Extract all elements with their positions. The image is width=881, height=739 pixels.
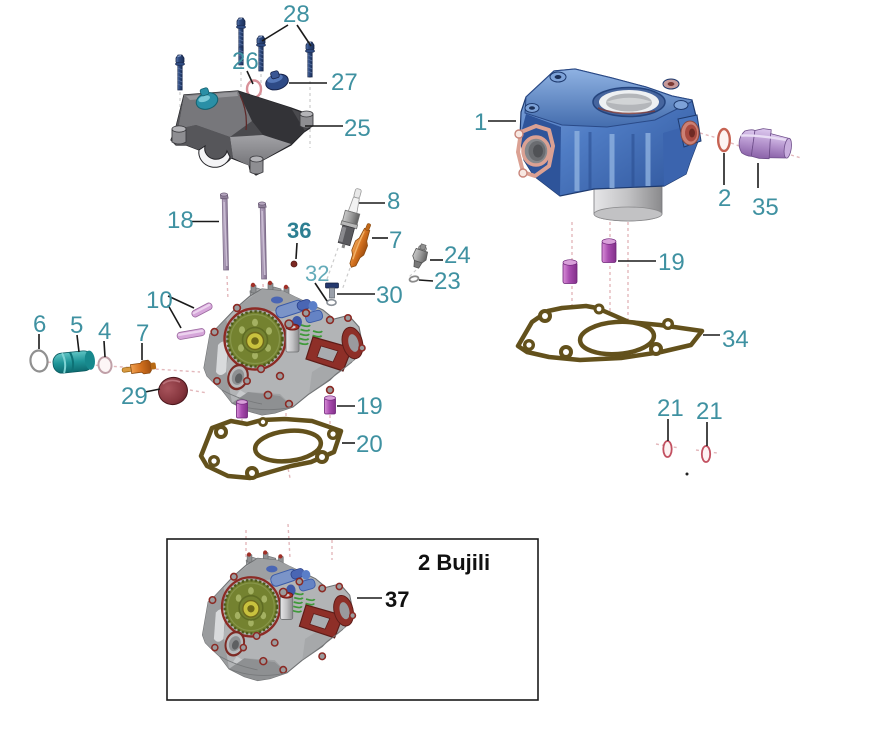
svg-text:7: 7 <box>136 320 149 347</box>
svg-text:36: 36 <box>287 218 311 243</box>
svg-text:25: 25 <box>344 115 371 142</box>
svg-text:32: 32 <box>305 261 329 286</box>
svg-text:2: 2 <box>718 185 731 212</box>
svg-text:35: 35 <box>752 194 779 221</box>
svg-text:24: 24 <box>444 242 471 269</box>
svg-text:1: 1 <box>474 109 487 136</box>
svg-text:28: 28 <box>283 1 310 28</box>
svg-text:20: 20 <box>356 431 383 458</box>
svg-text:6: 6 <box>33 311 46 338</box>
svg-text:23: 23 <box>434 268 461 295</box>
svg-text:34: 34 <box>722 326 749 353</box>
svg-text:26: 26 <box>232 48 259 75</box>
svg-text:4: 4 <box>98 318 111 345</box>
svg-text:10: 10 <box>146 287 173 314</box>
svg-text:5: 5 <box>70 312 83 339</box>
svg-text:7: 7 <box>389 227 402 254</box>
svg-text:19: 19 <box>356 393 383 420</box>
svg-text:21: 21 <box>696 398 723 425</box>
svg-text:8: 8 <box>387 188 400 215</box>
svg-text:37: 37 <box>385 587 409 612</box>
svg-text:2 Bujili: 2 Bujili <box>418 550 490 575</box>
svg-text:30: 30 <box>376 282 403 309</box>
svg-text:19: 19 <box>658 249 685 276</box>
svg-text:18: 18 <box>167 207 194 234</box>
svg-text:27: 27 <box>331 69 358 96</box>
svg-text:21: 21 <box>657 395 684 422</box>
svg-text:29: 29 <box>121 383 148 410</box>
